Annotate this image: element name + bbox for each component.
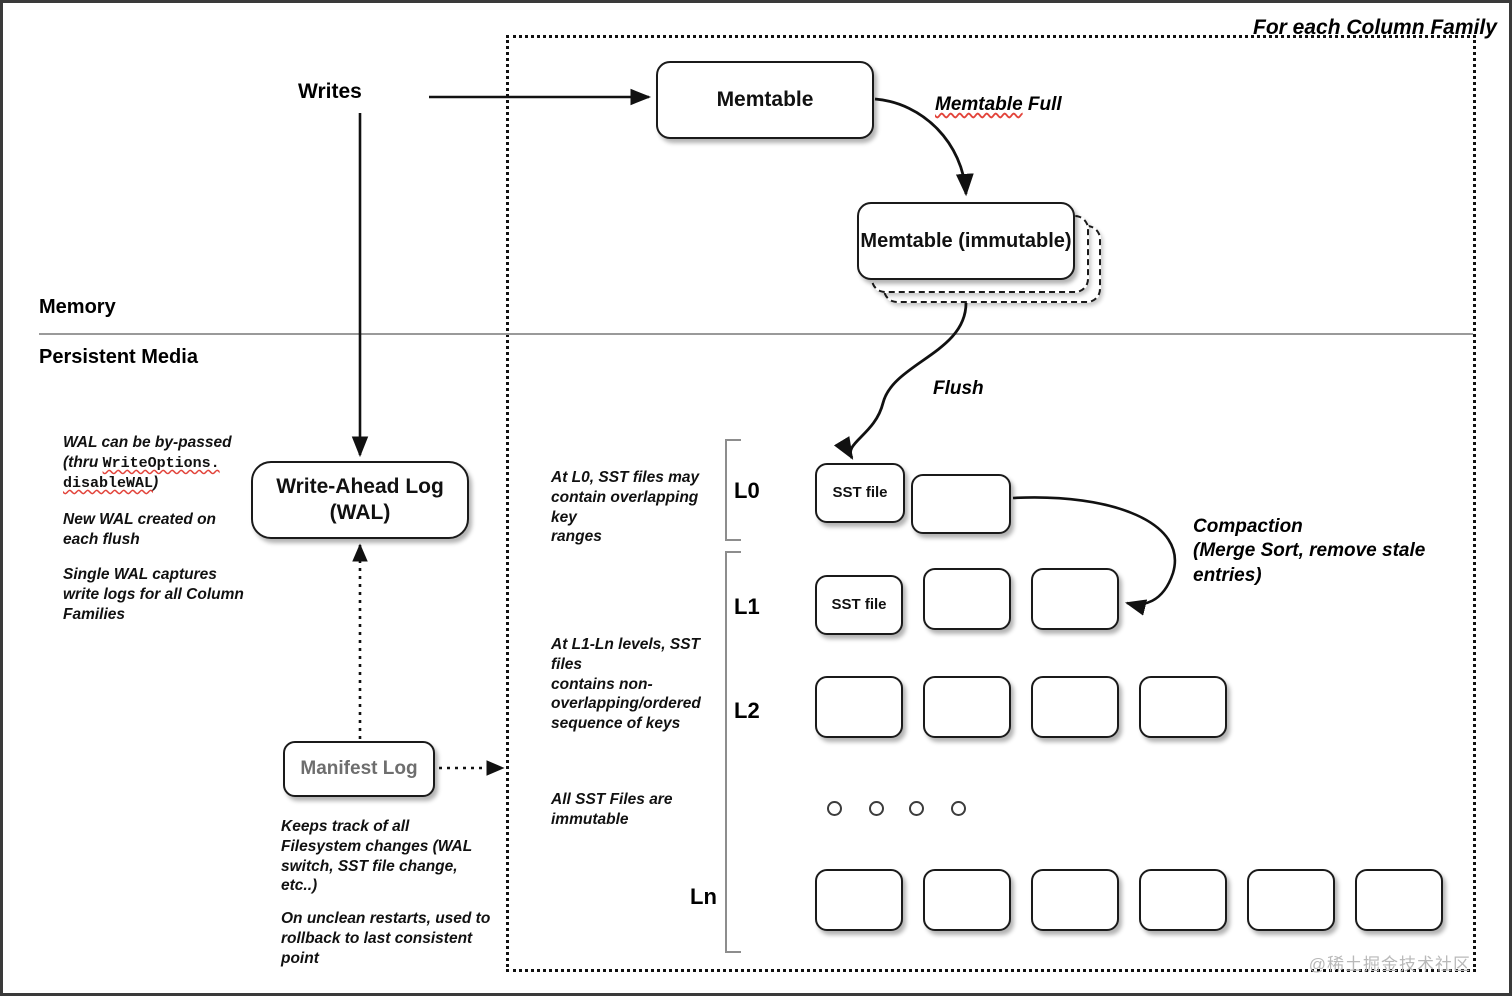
l0-bracket [725, 439, 741, 541]
memtable-box[interactable]: Memtable [656, 61, 874, 139]
ellipsis-dot-1 [869, 801, 884, 816]
write-ahead-log-label: Write-Ahead Log (WAL) [276, 475, 444, 524]
level-name-ln: Ln [690, 884, 717, 909]
sst-file-ln-5[interactable] [1355, 869, 1443, 931]
sst-file-l0-0-label: SST file [832, 483, 888, 501]
immutable-note: All SST Files are immutable [551, 791, 673, 828]
l1-ln-note: At L1-Ln levels, SST files contains non-… [551, 636, 701, 733]
sst-file-l2-1[interactable] [923, 676, 1011, 738]
manifest-log-label: Manifest Log [300, 758, 418, 780]
writes-label: Writes [298, 80, 362, 103]
manifest-log-box[interactable]: Manifest Log [283, 741, 435, 797]
sst-file-ln-2[interactable] [1031, 869, 1119, 931]
memtable-immutable-box[interactable]: Memtable (immutable) [857, 202, 1075, 280]
sst-file-ln-3[interactable] [1139, 869, 1227, 931]
manifest-note-tracks: Keeps track of all Filesystem changes (W… [281, 818, 473, 895]
sst-file-l1-0-label: SST file [831, 595, 887, 613]
memtable-label: Memtable [716, 88, 814, 112]
l1-ln-bracket [725, 551, 741, 953]
sst-file-l1-0[interactable]: SST file [815, 575, 903, 635]
memory-divider-line [39, 333, 1473, 335]
column-family-title: For each Column Family [1253, 16, 1497, 39]
sst-file-l0-0[interactable]: SST file [815, 463, 905, 523]
ellipsis-dot-3 [951, 801, 966, 816]
flush-edge-label: Flush [933, 378, 984, 399]
sst-file-ln-0[interactable] [815, 869, 903, 931]
sst-file-l2-3[interactable] [1139, 676, 1227, 738]
sst-file-l1-1[interactable] [923, 568, 1011, 630]
wal-note-bypass: WAL can be by-passed(thru WriteOptions.d… [63, 434, 232, 493]
compaction-label: Compaction (Merge Sort, remove stale ent… [1193, 516, 1426, 586]
sst-file-ln-4[interactable] [1247, 869, 1335, 931]
ellipsis-dot-2 [909, 801, 924, 816]
sst-file-l2-0[interactable] [815, 676, 903, 738]
watermark: @稀土掘金技术社区 [1308, 955, 1471, 974]
manifest-note-rollback: On unclean restarts, used to rollback to… [281, 910, 491, 967]
column-family-frame [506, 35, 1476, 972]
level-name-l0: L0 [734, 478, 760, 503]
sst-file-l1-2[interactable] [1031, 568, 1119, 630]
persistent-media-label: Persistent Media [39, 346, 198, 368]
sst-file-l0-1[interactable] [911, 474, 1011, 534]
wal-note-newwal: New WAL created on each flush [63, 511, 217, 548]
wal-note-single: Single WAL captures write logs for all C… [63, 566, 244, 623]
sst-file-l2-2[interactable] [1031, 676, 1119, 738]
memtable-full-edge-label: Memtable Full [935, 94, 1062, 115]
memory-label: Memory [39, 296, 116, 318]
level-name-l1: L1 [734, 594, 760, 619]
level-name-l2: L2 [734, 698, 760, 723]
ellipsis-dot-0 [827, 801, 842, 816]
write-ahead-log-box[interactable]: Write-Ahead Log (WAL) [251, 461, 469, 539]
memtable-immutable-label: Memtable (immutable) [860, 229, 1072, 252]
sst-file-ln-1[interactable] [923, 869, 1011, 931]
l0-note: At L0, SST files may contain overlapping… [551, 469, 700, 546]
